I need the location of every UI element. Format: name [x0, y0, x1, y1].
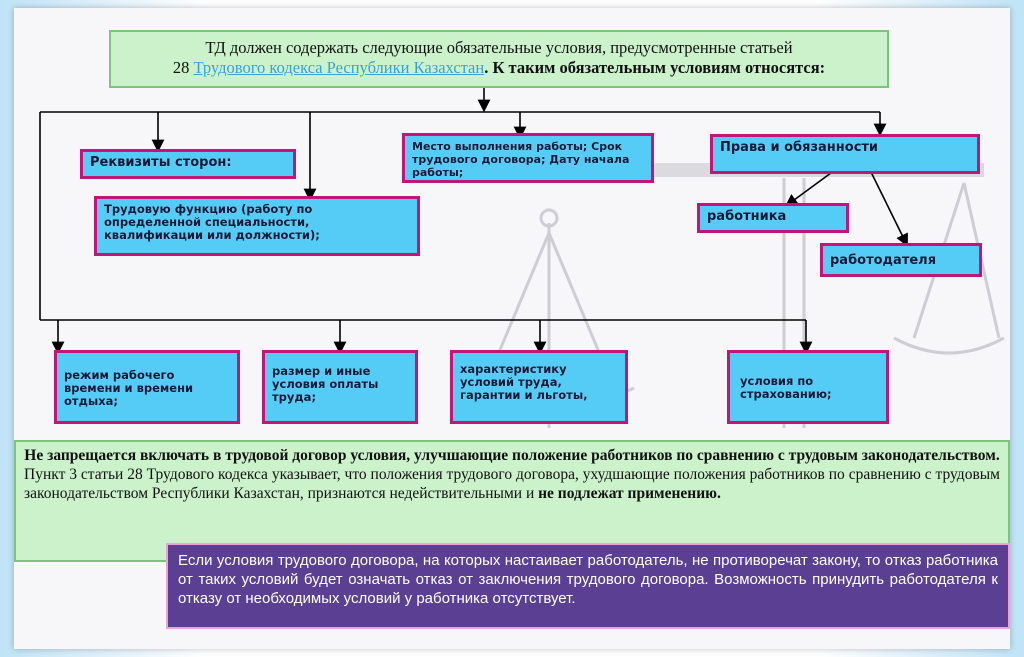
box-razmer-oplaty: размер и иные условия оплаты труда;: [262, 350, 418, 424]
header-box: ТД должен содержать следующие обязательн…: [109, 30, 889, 88]
box-rabotodatelya-text: работодателя: [830, 253, 937, 268]
box-rekvizity: Реквизиты сторон:: [80, 149, 296, 179]
box-mesto-srok-data-text: Место выполнения работы; Срок трудового …: [412, 140, 630, 179]
box-rabotnika-text: работника: [707, 209, 787, 224]
box-mesto-srok-data: Место выполнения работы; Срок трудового …: [402, 133, 654, 183]
box-strahovanie-text: условия по страхованию;: [740, 374, 832, 401]
note1-paragraph-bold: не подлежат применению.: [538, 485, 721, 502]
header-line2-prefix: 28: [172, 58, 194, 77]
box-rezhim: режим рабочего времени и времени отдыха;: [54, 350, 240, 424]
box-razmer-oplaty-text: размер и иные условия оплаты труда;: [272, 364, 379, 404]
note-refusal-conditions: Если условия трудового договора, на кото…: [166, 543, 1010, 629]
box-harakteristika-text: характеристику условий труда, гарантии и…: [460, 362, 588, 402]
note1-paragraph-text: Пункт 3 статьи 28 Трудового кодекса указ…: [24, 466, 1000, 502]
box-trudovaya-funkciya: Трудовую функцию (работу по определенной…: [94, 196, 420, 256]
box-rezhim-text: режим рабочего времени и времени отдыха;: [64, 368, 194, 408]
header-line1: ТД должен содержать следующие обязательн…: [205, 38, 793, 57]
box-prava-obyazannosti-text: Права и обязанности: [720, 140, 879, 155]
box-harakteristika: характеристику условий труда, гарантии и…: [450, 350, 628, 424]
header-line2-bold: . К таким обязательным условиям относятс…: [484, 58, 826, 77]
note1-paragraph: Пункт 3 статьи 28 Трудового кодекса указ…: [24, 465, 1000, 503]
box-prava-obyazannosti: Права и обязанности: [710, 134, 980, 174]
note1-title: Не запрещается включать в трудовой догов…: [24, 447, 1000, 464]
note2-text: Если условия трудового договора, на кото…: [178, 552, 998, 607]
header-line2: 28 Трудового кодекса Республики Казахста…: [111, 58, 887, 78]
box-trudovaya-funkciya-text: Трудовую функцию (работу по определенной…: [104, 202, 320, 242]
note-improvement-conditions: Не запрещается включать в трудовой догов…: [14, 440, 1010, 562]
box-strahovanie: условия по страхованию;: [727, 350, 889, 424]
box-rabotodatelya: работодателя: [820, 243, 982, 277]
box-rekvizity-text: Реквизиты сторон:: [90, 155, 232, 170]
box-rabotnika: работника: [697, 203, 849, 233]
labor-code-link[interactable]: Трудового кодекса Республики Казахстан: [193, 58, 485, 77]
